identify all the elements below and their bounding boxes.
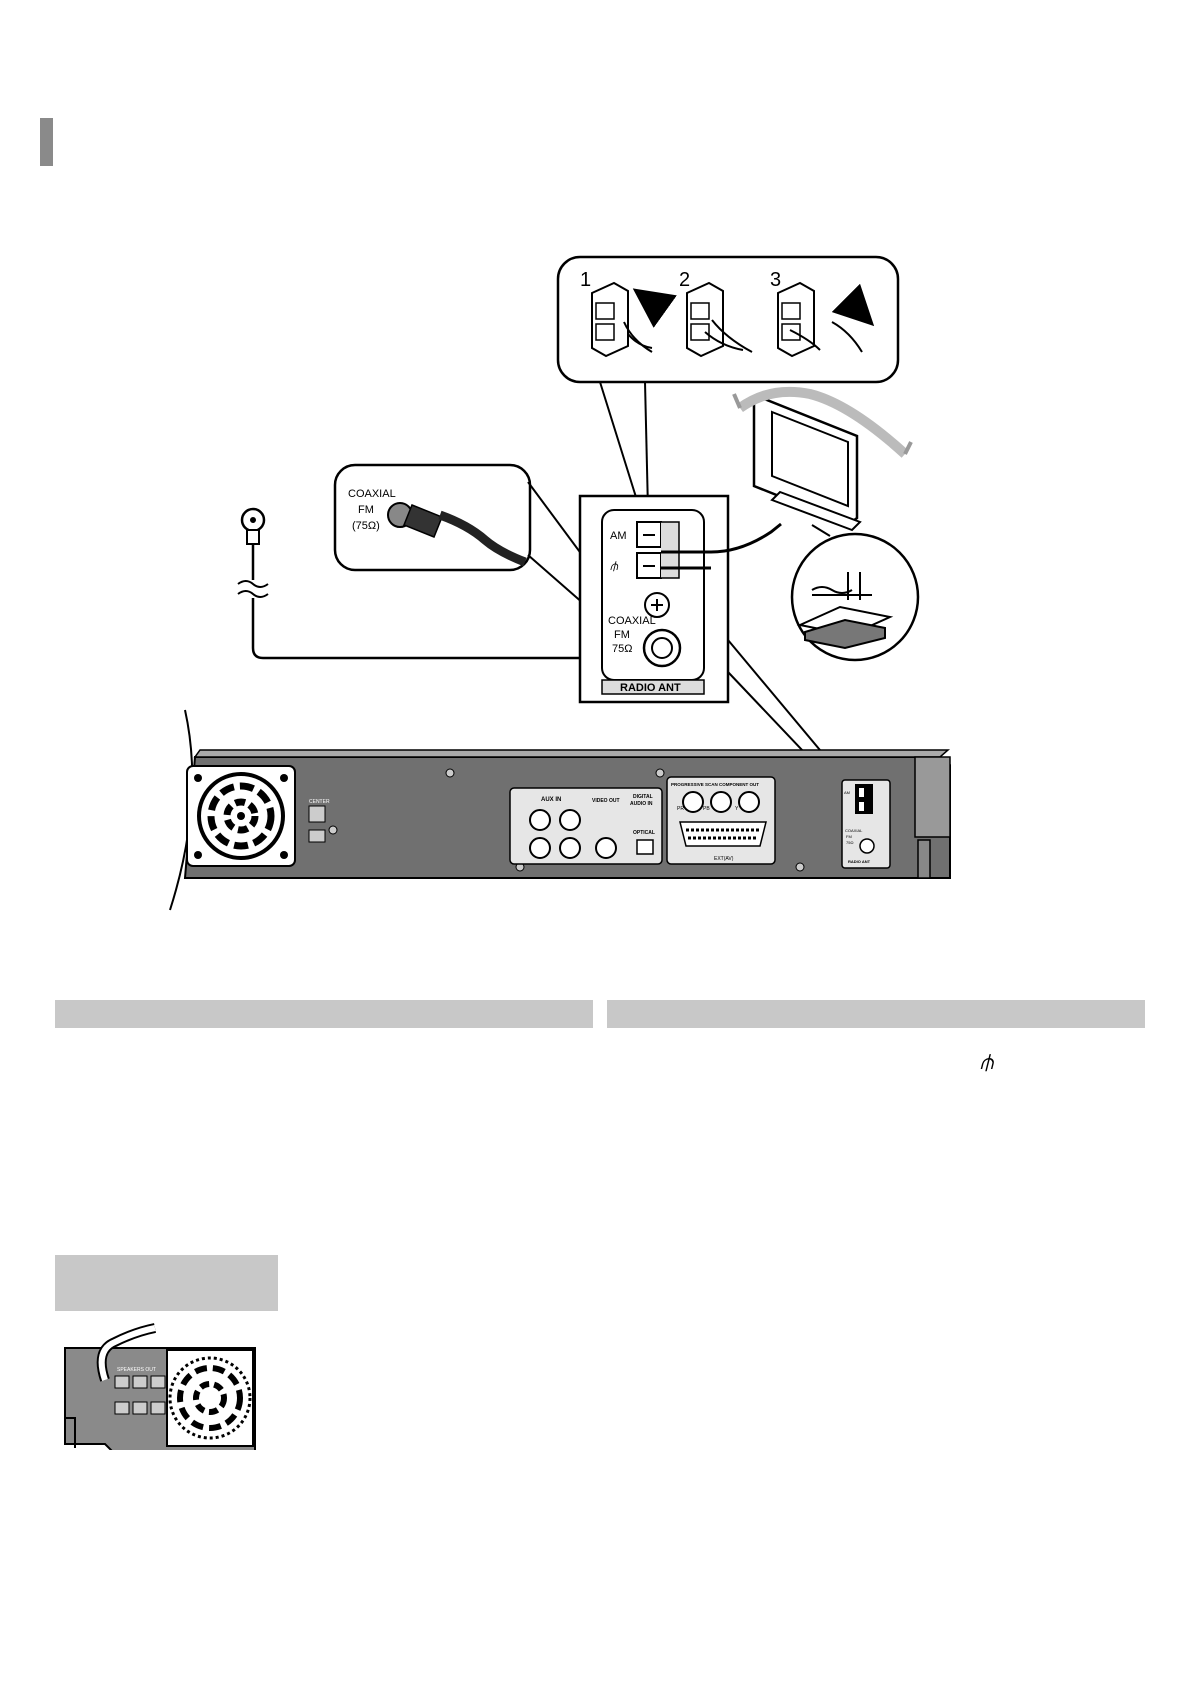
coaxial-callout-line3: (75Ω) xyxy=(352,520,380,532)
radio-ant-title: RADIO ANT xyxy=(620,682,681,694)
section-header-bar-left xyxy=(55,1000,593,1028)
step-3-number: 3 xyxy=(770,269,781,291)
note-box xyxy=(55,1255,278,1311)
small-radio-ant-label: RADIO ANT xyxy=(848,859,871,864)
coaxial-callout: COAXIAL FM (75Ω) xyxy=(333,463,532,572)
cooling-fan-icon xyxy=(186,765,296,867)
audio-in-label: AUDIO IN xyxy=(630,801,653,807)
section-header-bar-right xyxy=(607,1000,1145,1028)
radio-ohm-label: 75Ω xyxy=(612,643,632,655)
radio-am-label: AM xyxy=(610,530,627,542)
cooling-fan-icon xyxy=(166,1349,254,1447)
video-out-label: VIDEO OUT xyxy=(592,798,620,804)
y-label: Y xyxy=(735,806,739,812)
step-1-number: 1 xyxy=(580,269,591,291)
small-am-label: AM xyxy=(844,790,850,795)
terminal-clip-icon xyxy=(686,281,753,358)
section-marker xyxy=(40,118,53,166)
radio-fm-label: FM xyxy=(614,629,630,641)
terminal-clip-icon xyxy=(591,281,677,358)
aux-in-label: AUX IN xyxy=(541,797,561,803)
radio-coaxial-label: COAXIAL xyxy=(608,615,656,627)
small-coaxial-label: COAXIAL xyxy=(845,828,863,833)
am-loop-antenna-icon xyxy=(732,386,913,532)
pr-label: PR xyxy=(677,806,684,812)
coaxial-callout-line2: FM xyxy=(358,504,374,516)
progressive-label: PROGRESSIVE SCAN COMPONENT OUT xyxy=(671,782,759,787)
speakers-out-label: SPEAKERS OUT xyxy=(117,1367,156,1373)
antenna-connection-diagram: 1 2 3 xyxy=(169,255,951,911)
small-ohm-label: 75Ω xyxy=(846,840,853,845)
coaxial-callout-line1: COAXIAL xyxy=(348,488,396,500)
antenna-base-zoom xyxy=(790,532,920,662)
radio-ant-panel: AM ⫛ COAXIAL FM 75Ω RADIO ANT xyxy=(578,494,782,704)
optical-label: OPTICAL xyxy=(633,830,655,836)
step-2-number: 2 xyxy=(679,269,690,291)
pb-label: PB xyxy=(703,806,710,812)
terminal-clip-icon xyxy=(777,281,875,358)
ext-av-label: EXT(AV) xyxy=(714,856,734,862)
ground-terminal-glyph: ⫛ xyxy=(980,1050,994,1075)
center-label: CENTER xyxy=(309,799,330,805)
speaker-out-thumbnail: SPEAKERS OUT xyxy=(64,1323,256,1450)
receiver-rear-panel: CENTER AUX IN VIDEO OUT DIGITAL AUDIO IN… xyxy=(169,709,951,911)
small-fm-label: FM xyxy=(846,834,852,839)
step-callout: 1 2 3 xyxy=(556,255,900,384)
fm-wire-antenna-icon xyxy=(237,507,653,660)
radio-ground-label: ⫛ xyxy=(610,558,619,573)
digital-label: DIGITAL xyxy=(633,794,653,800)
